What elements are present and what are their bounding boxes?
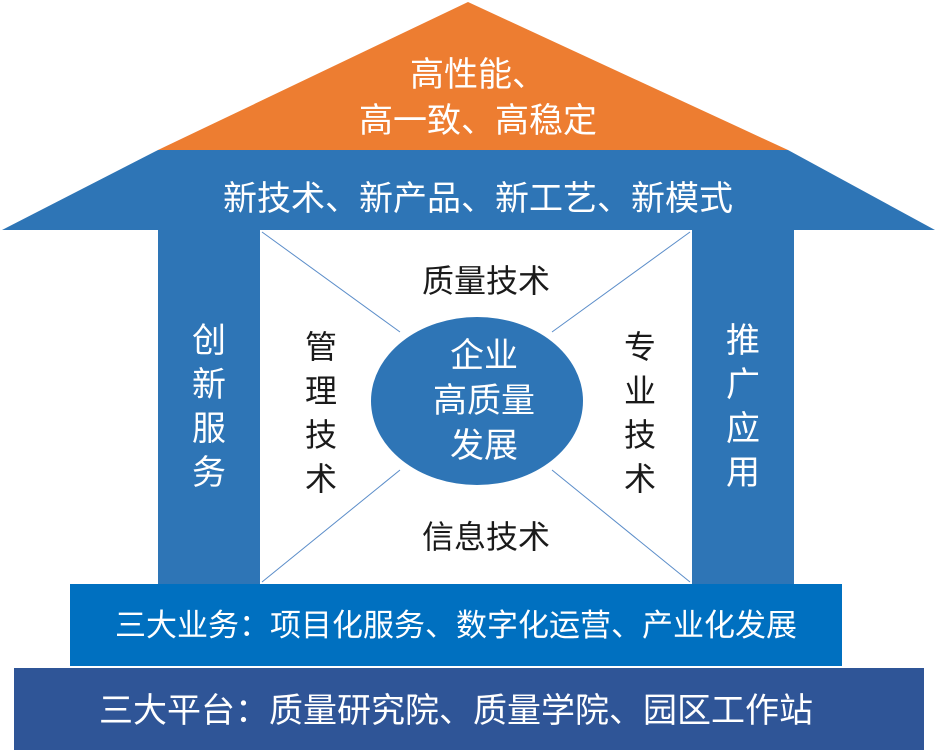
diagonal-line-br [551, 469, 691, 583]
center-line-1: 企业 [450, 336, 518, 376]
pro-tech-char: 专 [624, 328, 656, 366]
pro-tech-char: 技 [624, 416, 656, 454]
mgmt-tech-char: 术 [305, 460, 337, 498]
business-label: 三大业务：项目化服务、数字化运营、产业化发展 [115, 608, 797, 644]
roof-line-2: 高一致、高稳定 [359, 101, 597, 141]
diagonal-line-tr [551, 231, 691, 333]
mgmt-tech-char: 理 [305, 372, 337, 410]
roof-triangle [158, 2, 788, 150]
left-pillar-char: 务 [192, 453, 226, 493]
mgmt-tech-char: 管 [305, 328, 337, 366]
left-pillar-char: 新 [192, 365, 226, 405]
business-bar [70, 584, 842, 666]
info-tech-label: 信息技术 [422, 518, 550, 556]
left-pillar-char: 服 [192, 409, 226, 449]
right-pillar-char: 推 [726, 321, 760, 361]
left-pillar [158, 230, 260, 584]
quality-tech-label: 质量技术 [422, 262, 550, 300]
left-pillar-char: 创 [192, 321, 226, 361]
eave-band [2, 150, 935, 230]
center-ellipse [371, 317, 583, 485]
right-pillar-char: 应 [726, 409, 760, 449]
right-pillar-char: 广 [726, 365, 760, 405]
platform-bar [14, 668, 924, 750]
platform-label: 三大平台：质量研究院、质量学院、园区工作站 [99, 691, 813, 731]
pro-tech-char: 术 [624, 460, 656, 498]
right-pillar-char: 用 [726, 453, 760, 493]
right-pillar [692, 230, 794, 584]
center-line-2: 高质量 [433, 381, 535, 421]
pro-tech-char: 业 [624, 372, 656, 410]
mgmt-tech-char: 技 [305, 416, 337, 454]
roof-line-1: 高性能、 [410, 55, 546, 95]
eave-label: 新技术、新产品、新工艺、新模式 [223, 179, 733, 219]
diagonal-line-bl [261, 469, 401, 583]
diagonal-line-tl [261, 231, 401, 333]
center-line-3: 发展 [450, 426, 518, 466]
